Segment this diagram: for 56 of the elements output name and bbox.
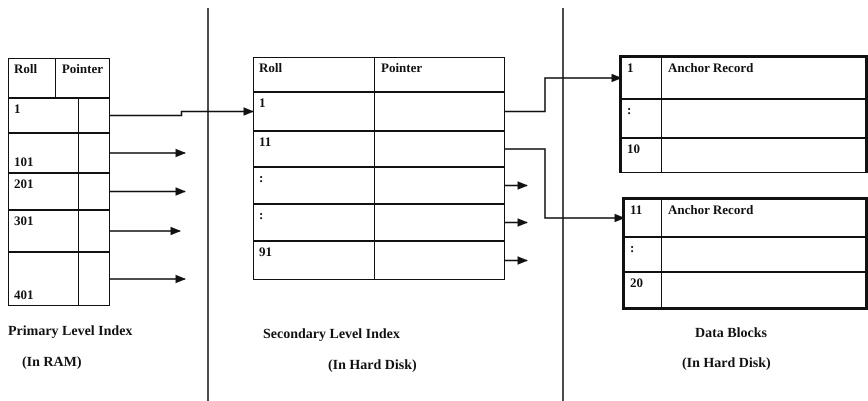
table-row [253,57,505,92]
table-row [8,173,110,210]
column-header: Pointer [62,61,103,76]
table-row [624,272,866,308]
roll-number: 1 [259,95,266,111]
table-row [621,57,866,99]
record-label: Anchor Record [668,202,754,217]
arrow [110,148,186,158]
roll-number: 101 [14,154,34,170]
table-row [8,98,110,133]
roll-number: 20 [630,275,643,291]
arrow [110,187,186,196]
roll-number: 11 [259,134,272,150]
roll-number: 1 [627,60,634,76]
column-header: Roll [259,60,282,76]
table-row [8,58,110,98]
column-header: Pointer [381,60,422,75]
column-header: Roll [14,61,38,77]
roll-number: 10 [627,141,640,157]
arrow [110,107,254,116]
roll-number: 201 [14,176,34,192]
storage-note: (In Hard Disk) [328,358,417,374]
roll-number: : [259,170,264,186]
arrow [505,181,528,190]
roll-number: 401 [14,287,34,303]
roll-number: : [627,102,632,118]
data-block [619,55,868,173]
roll-number: 301 [14,213,34,229]
data-block [622,197,868,310]
table-row [621,99,866,138]
table-row [253,167,505,204]
table-row [624,237,866,272]
table-row [253,131,505,167]
arrow [110,274,186,284]
storage-note: (In Hard Disk) [682,356,771,372]
table-row [621,138,866,173]
roll-number: 91 [259,244,272,260]
table-row [253,241,505,280]
table-row [624,199,866,237]
table-row [253,204,505,241]
table-row [8,133,110,173]
arrow [505,256,528,265]
storage-note: (In RAM) [22,355,82,371]
roll-number: 1 [14,101,20,117]
arrow [110,226,182,236]
arrow [505,218,528,227]
table-caption: Primary Level Index [8,324,132,340]
roll-number: : [630,240,634,256]
table-row [8,252,110,306]
roll-number: : [259,207,264,223]
table-row [253,92,505,131]
record-label: Anchor Record [668,60,754,75]
table-caption: Data Blocks [695,326,767,342]
roll-number: 11 [630,202,642,218]
table-row [8,210,110,252]
table-caption: Secondary Level Index [263,327,400,343]
